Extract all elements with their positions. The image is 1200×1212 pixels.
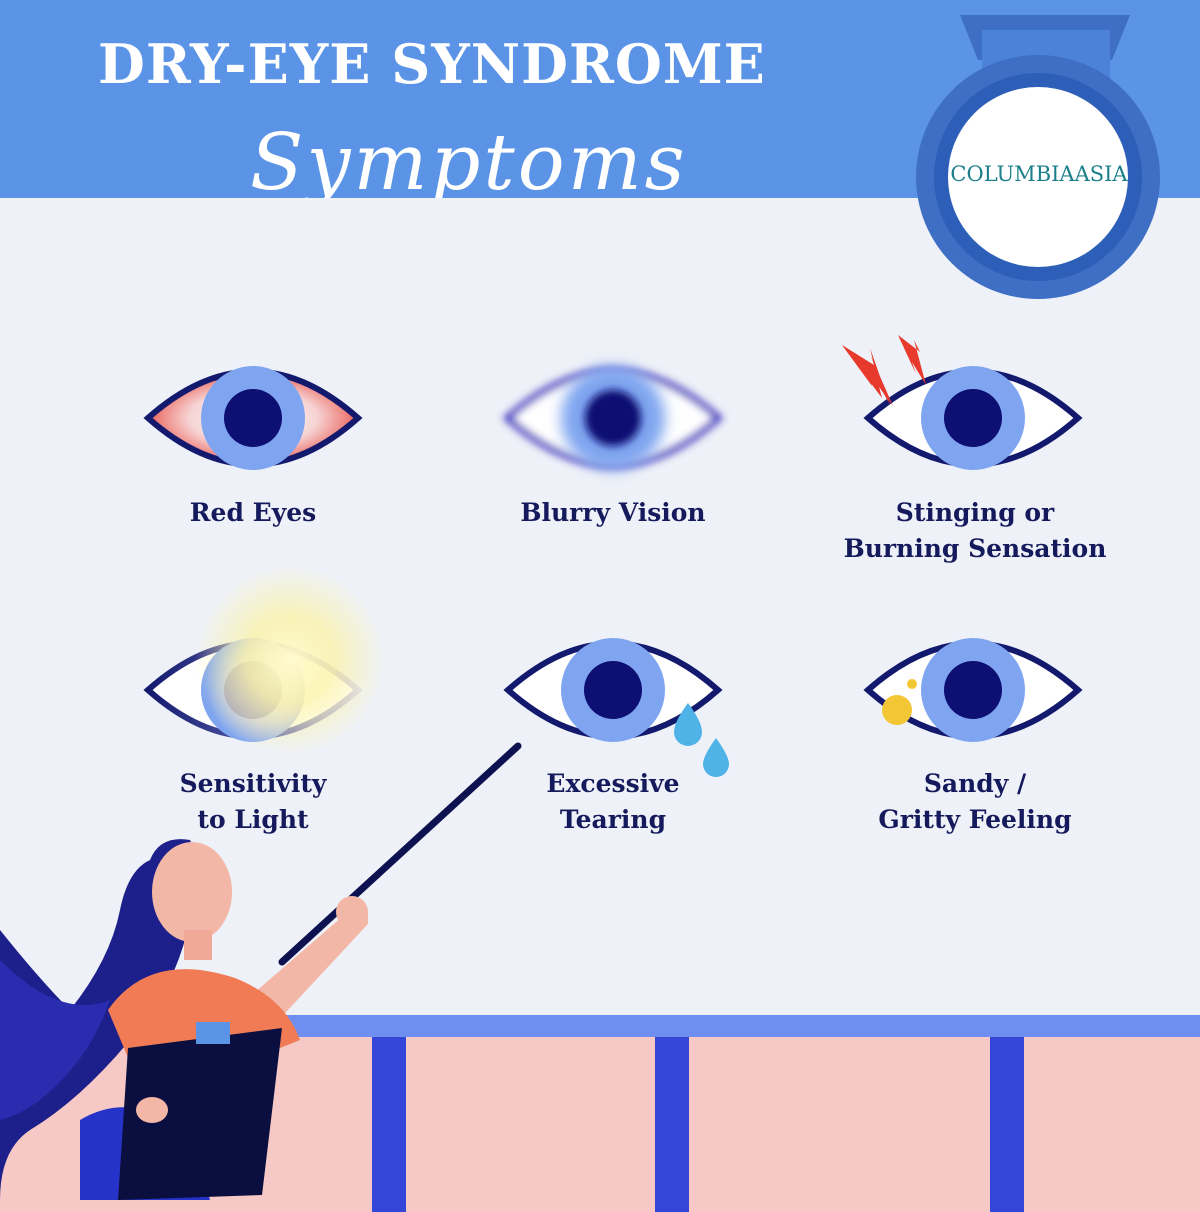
symptom-label-stinging: Stinging or Burning Sensation (843, 498, 1107, 563)
symptom-label-sensitivity: Sensitivity to Light (179, 769, 327, 834)
page-subtitle: Symptoms (250, 118, 688, 208)
symptom-label-gritty: Sandy / Gritty Feeling (878, 769, 1072, 834)
symptom-label-blurry-vision: Blurry Vision (520, 498, 706, 527)
board-leg-left (372, 1037, 406, 1212)
symptom-label-red-eyes: Red Eyes (189, 498, 317, 527)
brand-logo: COLUMBIAASIA (950, 162, 1128, 186)
board-leg-right (990, 1037, 1024, 1212)
board-leg-middle (655, 1037, 689, 1212)
symptom-label-tearing: Excessive Tearing (546, 769, 680, 834)
page-title: DRY-EYE SYNDROME (98, 32, 766, 96)
